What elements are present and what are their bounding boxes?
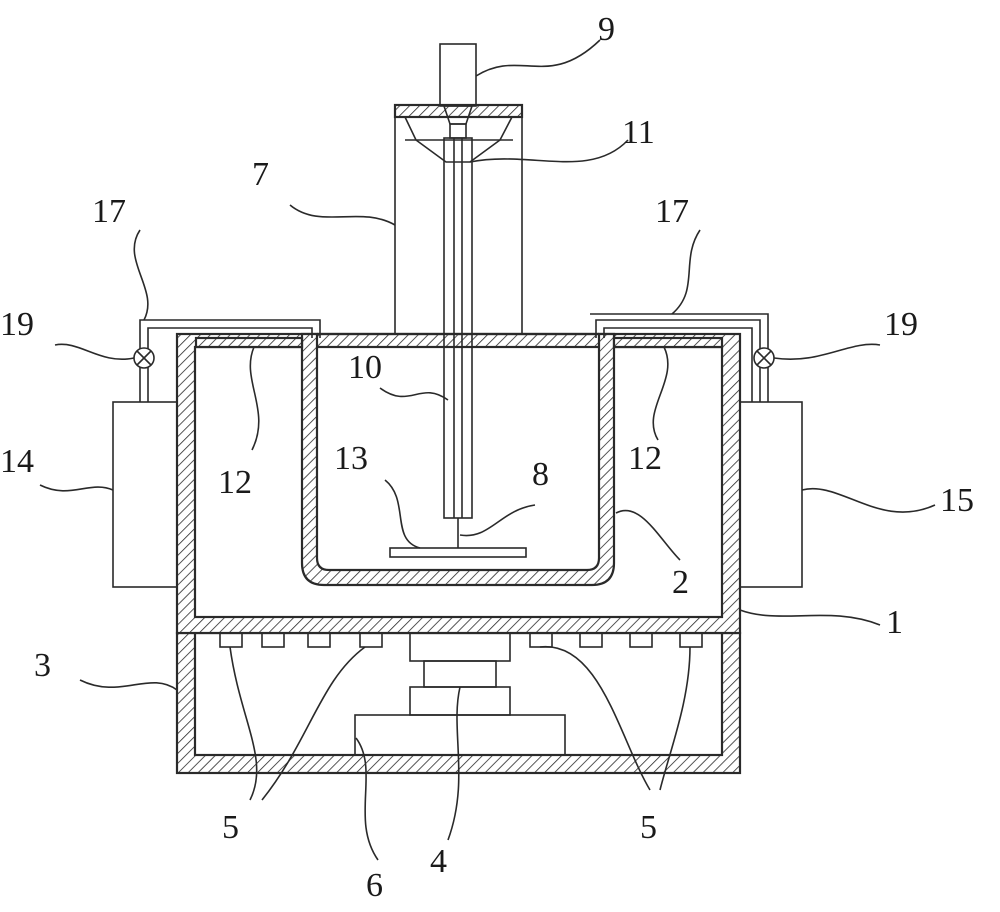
label-5-left: 5: [222, 809, 239, 846]
label-1: 1: [886, 604, 903, 641]
valve-right: [753, 347, 775, 369]
label-17-right: 17: [655, 193, 689, 230]
label-19-left: 19: [0, 306, 34, 343]
label-10: 10: [348, 349, 382, 386]
label-5-right: 5: [640, 809, 657, 846]
stirring-shaft: [443, 137, 473, 548]
label-8: 8: [532, 456, 549, 493]
pipes-and-valves: [133, 313, 775, 402]
heating-tabs: [219, 632, 703, 648]
label-15: 15: [940, 482, 974, 519]
valve-left: [133, 347, 155, 369]
label-13: 13: [334, 440, 368, 477]
cover-plates: [194, 336, 724, 349]
label-9: 9: [598, 11, 615, 48]
label-2: 2: [672, 564, 689, 601]
base-frame: [175, 631, 742, 775]
label-14: 14: [0, 443, 34, 480]
outer-tank: [175, 332, 742, 635]
label-3: 3: [34, 647, 51, 684]
label-6: 6: [366, 867, 383, 904]
stirring-blade: [389, 547, 527, 558]
motor-frame: [393, 103, 524, 335]
label-17-left: 17: [92, 193, 126, 230]
side-tanks: [112, 401, 803, 588]
label-7: 7: [252, 156, 269, 193]
label-12-right: 12: [628, 440, 662, 477]
label-4: 4: [430, 843, 447, 880]
callout-labels: 9 11 7 17 17 19 19 10 14 12 13 8 12 15 2…: [0, 11, 974, 904]
label-11: 11: [622, 114, 655, 151]
motor: [439, 43, 477, 139]
label-19-right: 19: [884, 306, 918, 343]
label-12-left: 12: [218, 464, 252, 501]
leader-lines: [39, 39, 936, 861]
